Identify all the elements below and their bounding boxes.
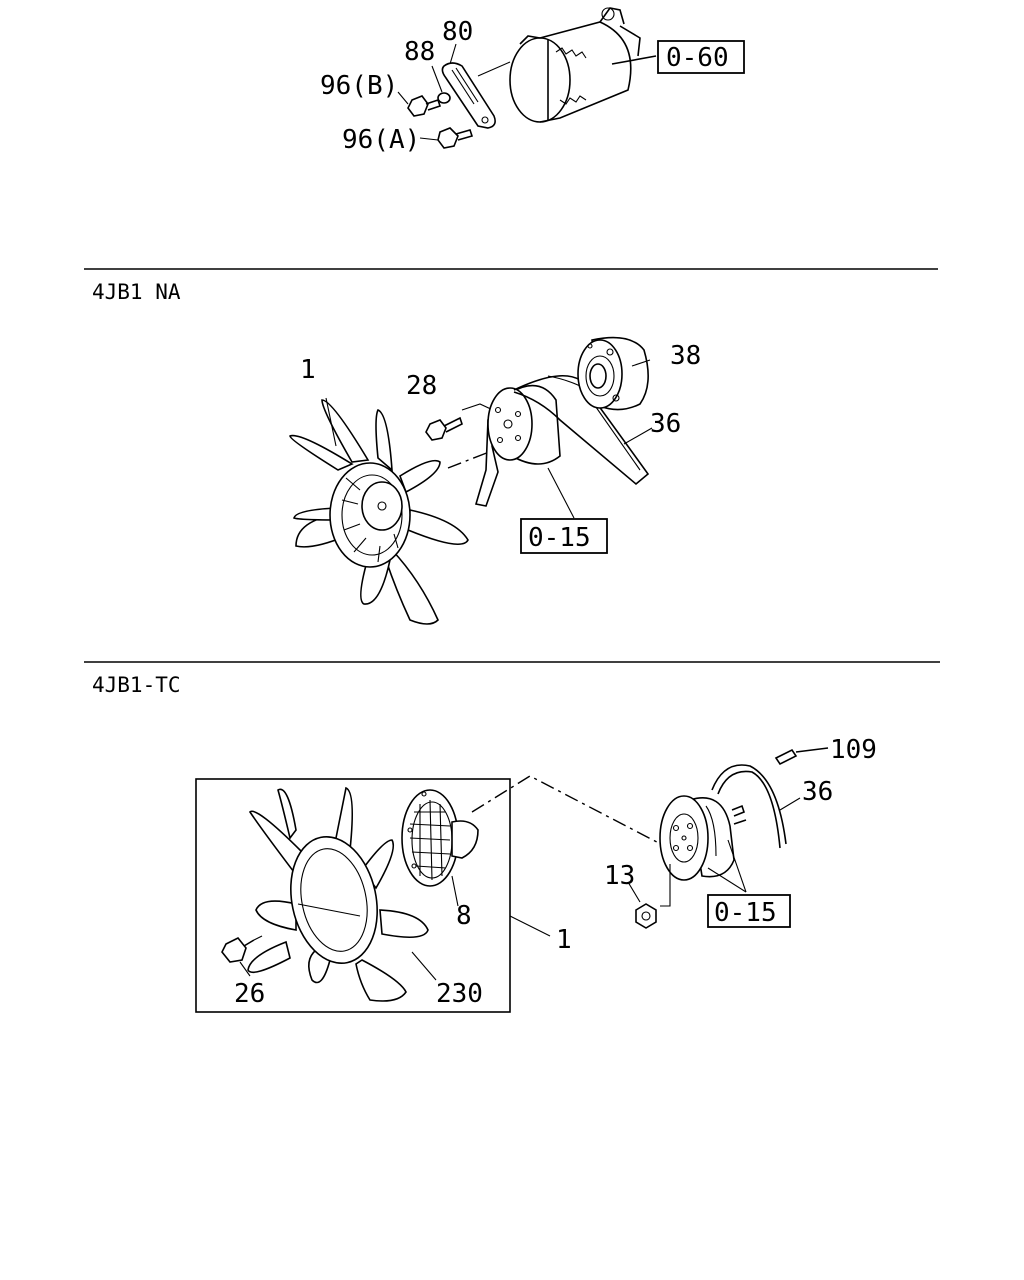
kit-frame bbox=[195, 778, 511, 1013]
ref-box-0-15-na bbox=[520, 518, 608, 554]
tc-assembly: 109 36 13 0-15 8 1 26 230 bbox=[195, 735, 877, 1013]
label-26: 26 bbox=[234, 979, 265, 1009]
label-28: 28 bbox=[406, 371, 437, 401]
ref-0-60: 0-60 bbox=[666, 43, 729, 73]
nut-13-drawing bbox=[635, 903, 657, 929]
ref-box-0-60 bbox=[657, 40, 745, 74]
fan-1-drawing bbox=[289, 397, 469, 625]
ref-0-15-tc: 0-15 bbox=[714, 898, 777, 928]
stud-109-drawing bbox=[774, 747, 829, 766]
ref-0-15-na: 0-15 bbox=[528, 523, 591, 553]
bolt-96b-drawing bbox=[407, 95, 442, 117]
label-36-na: 36 bbox=[650, 409, 681, 439]
label-96b: 96(B) bbox=[320, 71, 398, 101]
ref-box-0-15-tc bbox=[707, 894, 791, 928]
label-88: 88 bbox=[404, 37, 435, 67]
label-80: 80 bbox=[442, 17, 473, 47]
washer-88-drawing bbox=[437, 92, 451, 104]
pulley-tc-drawing bbox=[659, 795, 747, 881]
section-title-na: 4JB1 NA bbox=[92, 280, 181, 304]
alternator-drawing bbox=[509, 7, 657, 123]
bolt-96a-drawing bbox=[437, 127, 474, 149]
label-13: 13 bbox=[604, 861, 635, 891]
fan-clutch-8-drawing bbox=[401, 789, 479, 887]
bolt-26-drawing bbox=[221, 935, 263, 963]
bolt-28-drawing bbox=[425, 403, 511, 441]
bracket-80-drawing bbox=[441, 61, 511, 129]
pulley-na-drawing bbox=[487, 384, 561, 465]
fan-230-drawing bbox=[247, 786, 429, 1002]
idler-38-drawing bbox=[577, 336, 649, 411]
belt-36-tc-drawing bbox=[711, 764, 787, 849]
label-1-tc: 1 bbox=[556, 925, 572, 955]
label-109: 109 bbox=[830, 735, 877, 765]
label-96a: 96(A) bbox=[342, 125, 420, 155]
alternator-group: 80 88 96(B) 96(A) 0-60 bbox=[320, 7, 745, 155]
label-8: 8 bbox=[456, 901, 472, 931]
label-36-tc: 36 bbox=[802, 777, 833, 807]
label-38: 38 bbox=[670, 341, 701, 371]
section-title-tc: 4JB1-TC bbox=[92, 673, 181, 697]
label-230: 230 bbox=[436, 979, 483, 1009]
na-assembly: 1 28 38 36 0-15 bbox=[289, 336, 701, 625]
label-1-na: 1 bbox=[300, 355, 316, 385]
